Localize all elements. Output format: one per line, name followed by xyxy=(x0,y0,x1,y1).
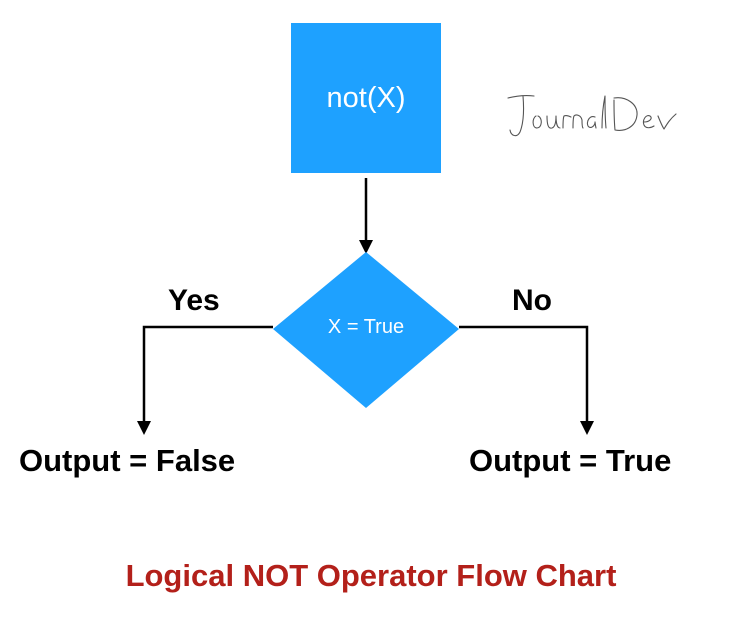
output-true-label: Output = True xyxy=(469,443,672,478)
connector-no-branch xyxy=(459,325,589,426)
start-node-label: not(X) xyxy=(326,81,406,114)
chart-title: Logical NOT Operator Flow Chart xyxy=(125,558,617,593)
decision-node-label: X = True xyxy=(327,316,405,338)
decision-diamond xyxy=(273,252,459,408)
branch-no-label: No xyxy=(512,284,552,317)
connector-yes-branch xyxy=(142,325,273,426)
arrowhead-no-branch xyxy=(580,421,594,435)
branch-yes-label: Yes xyxy=(168,284,220,317)
arrowhead-yes-branch xyxy=(137,421,151,435)
start-node: not(X) xyxy=(291,23,441,173)
arrowhead-start-to-decision xyxy=(359,240,373,254)
journaldev-watermark-logo xyxy=(507,95,677,137)
output-false-label: Output = False xyxy=(19,443,236,478)
